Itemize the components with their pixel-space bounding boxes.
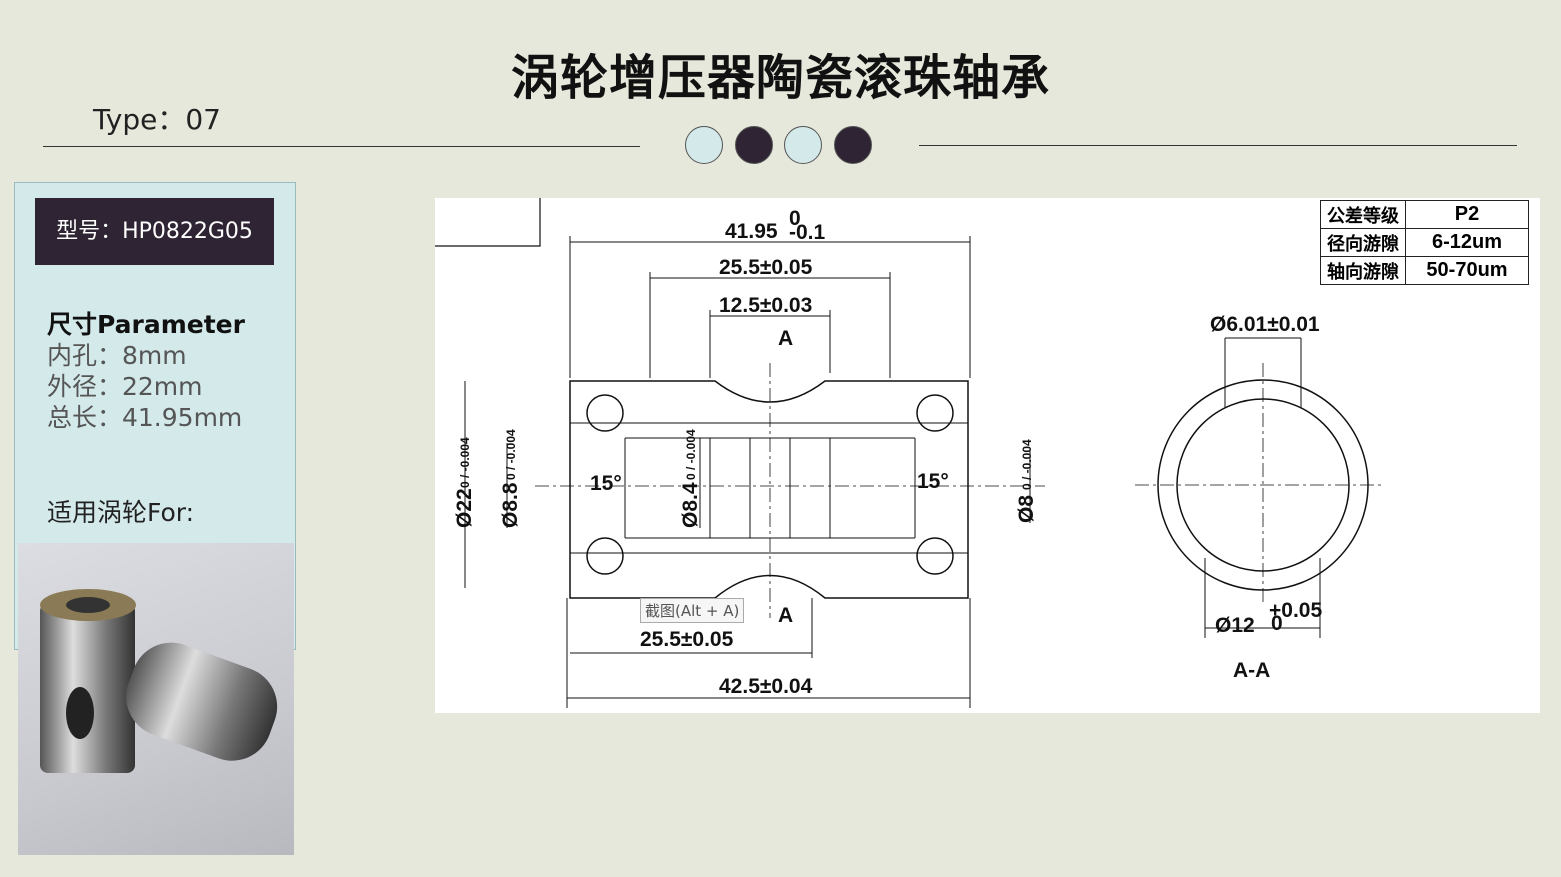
section-aa-label: A-A — [1233, 659, 1270, 682]
divider-right — [919, 145, 1517, 146]
type-label: Type：07 — [93, 103, 221, 136]
dim-12: 12.5±0.03 — [719, 294, 812, 317]
dim-bore3: Ø8 — [1015, 495, 1038, 523]
product-photo — [18, 543, 294, 855]
dim-bore2-tol: 0 / -0.004 — [684, 429, 698, 480]
section-label: A — [778, 604, 793, 627]
dim-tol: +0.05 — [1269, 599, 1322, 622]
angle-label: 15° — [590, 472, 622, 495]
dim-tol: 0 — [1271, 612, 1283, 635]
cell: 50-70um — [1405, 256, 1529, 285]
dim-tol: -0.1 — [789, 221, 826, 244]
cell: 轴向游隙 — [1320, 256, 1406, 285]
decor-dot — [685, 126, 723, 164]
page-title: 涡轮增压器陶瓷滚珠轴承 — [510, 50, 1050, 106]
dim-25: 25.5±0.05 — [719, 256, 813, 279]
dim-tol: 0 — [789, 207, 801, 230]
dim-bore1: Ø8.8 — [499, 482, 522, 528]
cell: 6-12um — [1405, 228, 1529, 257]
dim-hole: Ø6.01±0.01 — [1210, 313, 1320, 336]
dim-bore2: Ø8.4 — [679, 482, 702, 528]
divider-left — [43, 146, 640, 147]
param-title: 尺寸Parameter — [47, 310, 245, 339]
screenshot-tooltip: 截图(Alt + A) — [640, 598, 745, 623]
technical-drawing: 41.95 0 -0.1 25.5±0.05 12.5±0.03 A A 15°… — [435, 198, 1540, 713]
model-badge: 型号：HP0822G05 — [35, 198, 274, 265]
dim-bottom1: 25.5±0.05 — [640, 628, 734, 651]
dim-total: 41.95 — [725, 220, 778, 243]
dim-od-tol: 0 / -0.004 — [458, 437, 472, 488]
cell: 公差等级 — [1320, 200, 1406, 229]
dim-od: Ø22 — [453, 488, 476, 528]
param-for: 适用涡轮For: — [47, 498, 195, 527]
section-label: A — [778, 327, 793, 350]
cell: 径向游隙 — [1320, 228, 1406, 257]
dim-bore1-tol: 0 / -0.004 — [504, 429, 518, 480]
dim-bore3-tol: 0 / -0.004 — [1020, 439, 1034, 490]
param-inner: 内孔：8mm — [47, 341, 187, 370]
dim-aa: Ø12 — [1215, 614, 1255, 637]
param-outer: 外径：22mm — [47, 372, 203, 401]
angle-label: 15° — [917, 470, 949, 493]
decor-dot — [834, 126, 872, 164]
dim-bottom2: 42.5±0.04 — [719, 675, 813, 698]
decor-dot — [735, 126, 773, 164]
cell: P2 — [1405, 200, 1529, 229]
param-length: 总长：41.95mm — [47, 403, 243, 432]
decor-dot — [784, 126, 822, 164]
